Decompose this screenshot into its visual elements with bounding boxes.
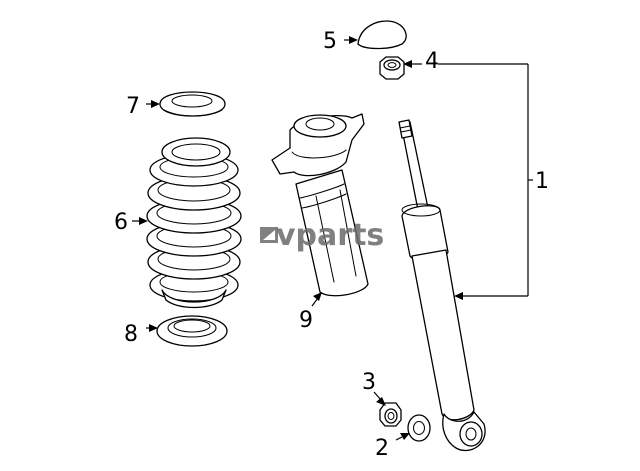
- callout-7: 7: [126, 94, 140, 119]
- callout-4: 4: [425, 49, 439, 74]
- callout-2: 2: [375, 436, 389, 461]
- callout-3: 3: [362, 370, 376, 395]
- part-3-nut: [379, 402, 402, 427]
- part-7-upper-spring-seat: [159, 91, 226, 117]
- part-8-lower-spring-insulator: [156, 315, 228, 347]
- callout-6: 6: [114, 210, 128, 235]
- part-5-dust-cap: [357, 20, 407, 50]
- callout-labels: 1 2 3 4 5 6 7 8 9: [114, 29, 549, 461]
- part-9-bump-stop-boot: [271, 113, 369, 297]
- part-6-coil-spring: [146, 137, 242, 309]
- leader-lines: [132, 36, 533, 441]
- part-2-washer: [407, 414, 431, 442]
- callout-5: 5: [323, 29, 337, 54]
- part-4-nut: [379, 56, 405, 80]
- callout-9: 9: [299, 308, 313, 333]
- watermark-text: vparts: [276, 218, 384, 253]
- callout-1: 1: [535, 169, 549, 194]
- part-1-shock-absorber: [398, 119, 486, 452]
- watermark-logo: vparts: [260, 218, 384, 253]
- callout-8: 8: [124, 322, 138, 347]
